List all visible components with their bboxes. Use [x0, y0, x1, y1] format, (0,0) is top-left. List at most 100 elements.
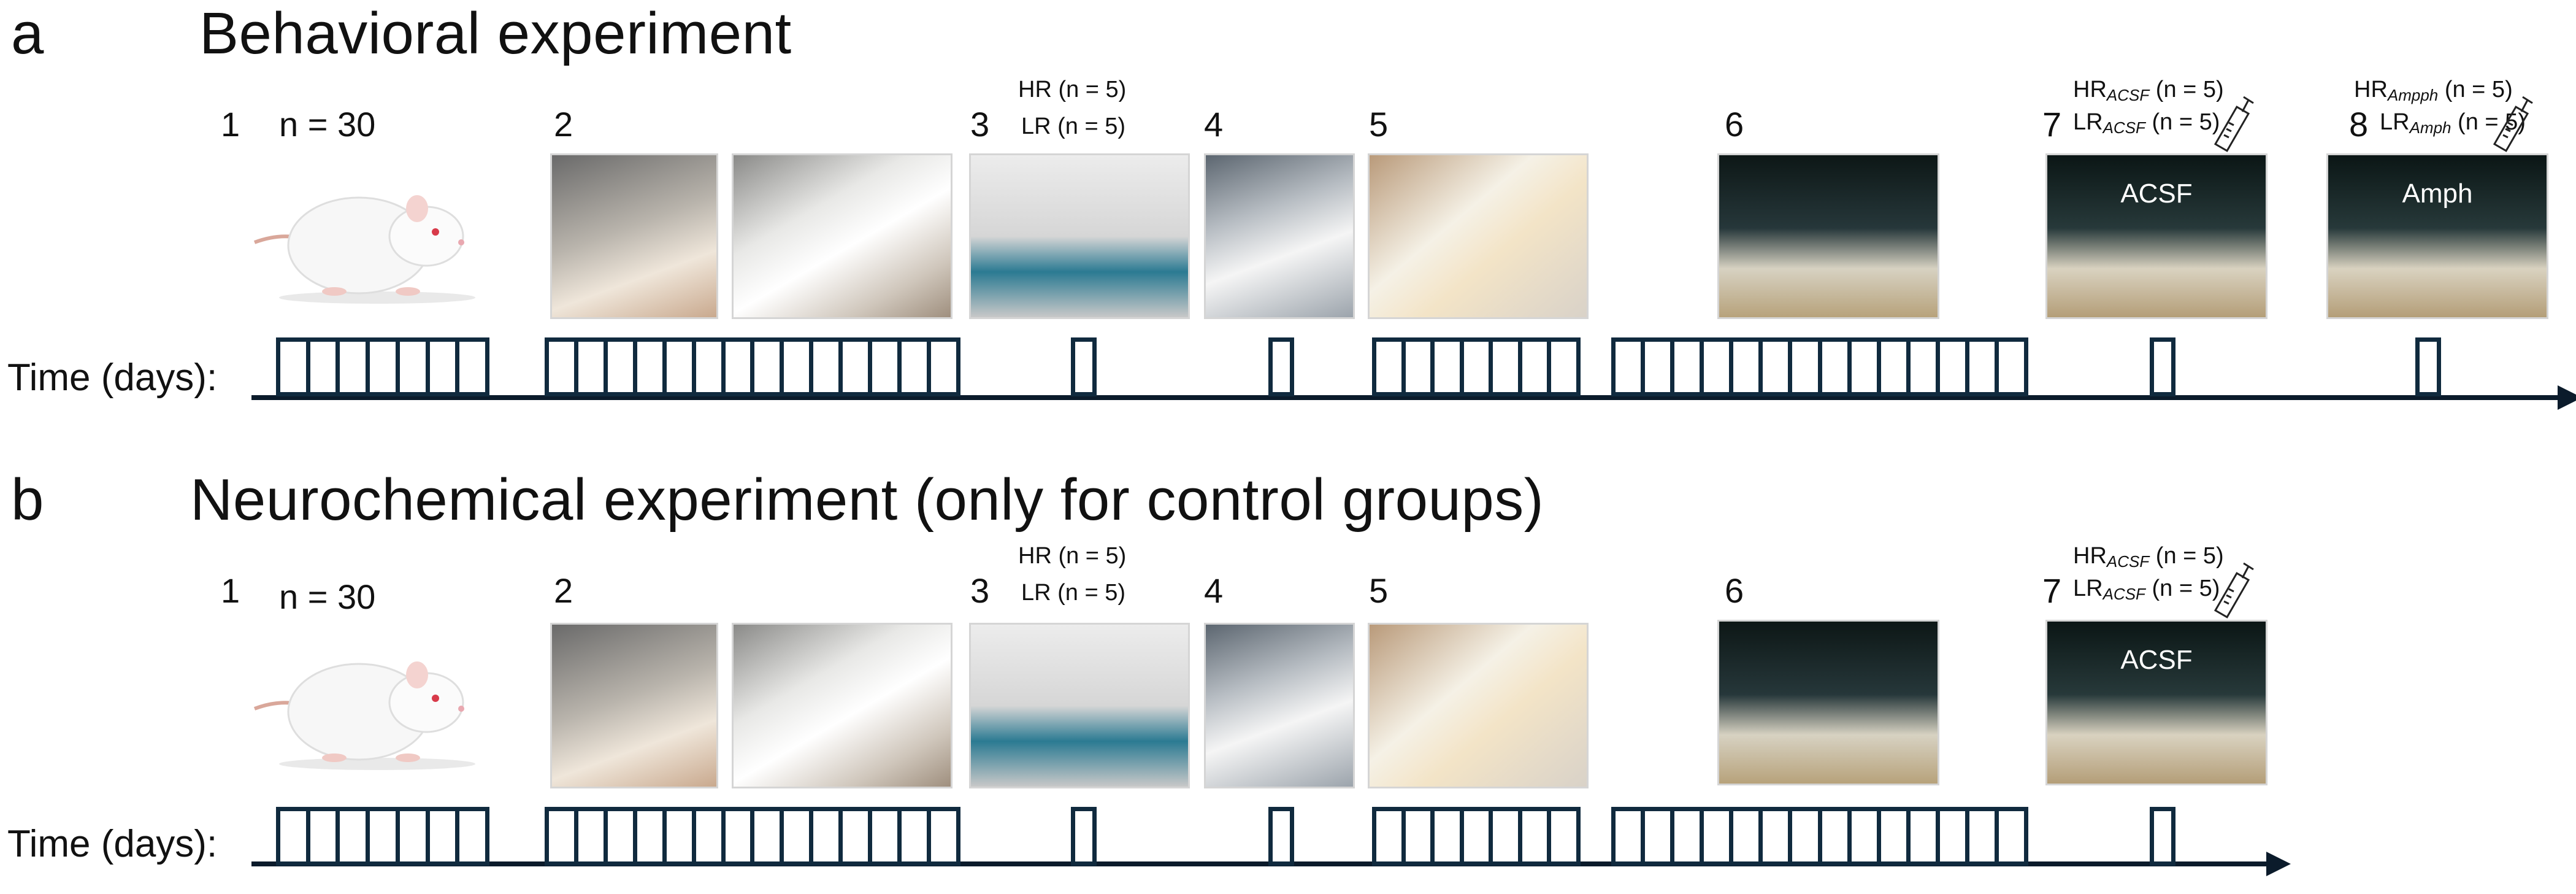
step-number-6: 6 — [1725, 105, 1744, 144]
day-cell — [721, 342, 751, 392]
day-cell — [897, 342, 927, 392]
day-block-step-5 — [1372, 807, 1581, 866]
day-cell — [1817, 811, 1847, 861]
day-cell — [395, 811, 426, 861]
day-cell — [1670, 342, 1700, 392]
photo-caption: ACSF — [2120, 645, 2193, 675]
day-cell — [1641, 811, 1670, 861]
hr-acsf-label: HRACSF (n = 5) — [2073, 77, 2224, 104]
day-cell — [1935, 342, 1965, 392]
day-block-step-6 — [1611, 807, 2028, 866]
apparatus-photo — [1204, 153, 1355, 319]
day-cell — [1906, 811, 1936, 861]
day-cell — [425, 342, 456, 392]
time-axis-arrowhead — [2266, 852, 2291, 876]
day-cell — [455, 342, 485, 392]
day-cell — [1430, 342, 1460, 392]
day-cell — [1788, 811, 1817, 861]
day-cell — [1517, 811, 1547, 861]
day-cell — [1459, 811, 1489, 861]
step-number-5: 5 — [1369, 105, 1389, 144]
sample-size-label: n = 30 — [279, 577, 376, 616]
day-cell — [838, 342, 868, 392]
lr-amph-label: LRAmph (n = 5) — [2380, 109, 2526, 137]
recovery-photo — [1717, 620, 1939, 785]
photo-caption: Amph — [2402, 179, 2473, 209]
day-cell — [662, 342, 692, 392]
day-cell — [1700, 342, 1729, 392]
day-cell — [1995, 342, 2024, 392]
time-axis — [251, 861, 2269, 866]
day-cell — [1700, 811, 1729, 861]
panel-letter: a — [11, 1, 44, 66]
day-cell — [1670, 811, 1700, 861]
day-block-step-3 — [1071, 807, 1097, 866]
day-cell — [1517, 342, 1547, 392]
step-number-4: 4 — [1204, 571, 1224, 610]
day-cell — [1401, 811, 1431, 861]
day-cell — [305, 811, 336, 861]
day-cell — [1965, 342, 1995, 392]
day-cell — [809, 811, 838, 861]
day-cell — [1547, 811, 1576, 861]
day-cell — [868, 811, 897, 861]
lr-acsf-label: LRACSF (n = 5) — [2073, 109, 2220, 137]
day-block-step-6 — [1611, 337, 2028, 396]
day-cell — [1075, 811, 1092, 861]
hr-acsf-label: HRACSF (n = 5) — [2073, 543, 2224, 571]
open-field-photo — [969, 153, 1190, 319]
handling-photo — [550, 623, 718, 788]
amph-photo: Amph — [2326, 153, 2548, 319]
step-number-3: 3 — [970, 571, 990, 610]
day-cell — [603, 811, 633, 861]
day-block-step-1 — [276, 807, 489, 866]
day-cell — [1616, 342, 1641, 392]
day-cell — [1788, 342, 1817, 392]
day-cell — [1616, 811, 1641, 861]
day-cell — [1729, 811, 1758, 861]
day-cell — [573, 811, 604, 861]
day-cell — [1847, 342, 1877, 392]
day-cell — [1273, 811, 1290, 861]
day-block-step-2 — [545, 337, 960, 396]
step-number-6: 6 — [1725, 571, 1744, 610]
day-cell — [780, 342, 809, 392]
step-number-7: 7 — [2042, 571, 2062, 610]
day-cell — [1876, 342, 1906, 392]
day-cell — [1075, 342, 1092, 392]
hr-group-label: HR (n = 5) — [1018, 543, 1127, 569]
timeline-label: Time (days): — [7, 823, 218, 865]
day-block-step-5 — [1372, 337, 1581, 396]
day-cell — [632, 811, 662, 861]
photo-caption: ACSF — [2120, 179, 2193, 209]
day-cell — [395, 342, 426, 392]
step-number-3: 3 — [970, 105, 990, 144]
day-cell — [1876, 811, 1906, 861]
recovery-photo — [1717, 153, 1939, 319]
day-cell — [603, 342, 633, 392]
step-number-5: 5 — [1369, 571, 1389, 610]
rat-illustration — [253, 661, 475, 770]
day-cell — [2154, 811, 2171, 861]
acsf-photo: ACSF — [2045, 153, 2267, 319]
day-block-step-2 — [545, 807, 960, 866]
day-cell — [1401, 342, 1431, 392]
day-block-step-8 — [2415, 337, 2441, 396]
day-cell — [1906, 342, 1936, 392]
day-cell — [838, 811, 868, 861]
surgery-photo — [1368, 153, 1589, 319]
day-cell — [1273, 342, 1290, 392]
step-number-2: 2 — [554, 105, 573, 144]
day-cell — [1376, 811, 1401, 861]
day-cell — [809, 342, 838, 392]
panel-a: a Behavioral experiment 1 n = 30 2 3 4 5… — [0, 0, 2576, 442]
step-number-4: 4 — [1204, 105, 1224, 144]
acsf-photo: ACSF — [2045, 620, 2267, 785]
day-cell — [280, 811, 306, 861]
day-cell — [721, 811, 751, 861]
handling-photo — [732, 623, 953, 788]
day-cell — [280, 342, 306, 392]
time-axis — [251, 395, 2561, 400]
day-cell — [1817, 342, 1847, 392]
lr-acsf-label: LRACSF (n = 5) — [2073, 576, 2220, 603]
